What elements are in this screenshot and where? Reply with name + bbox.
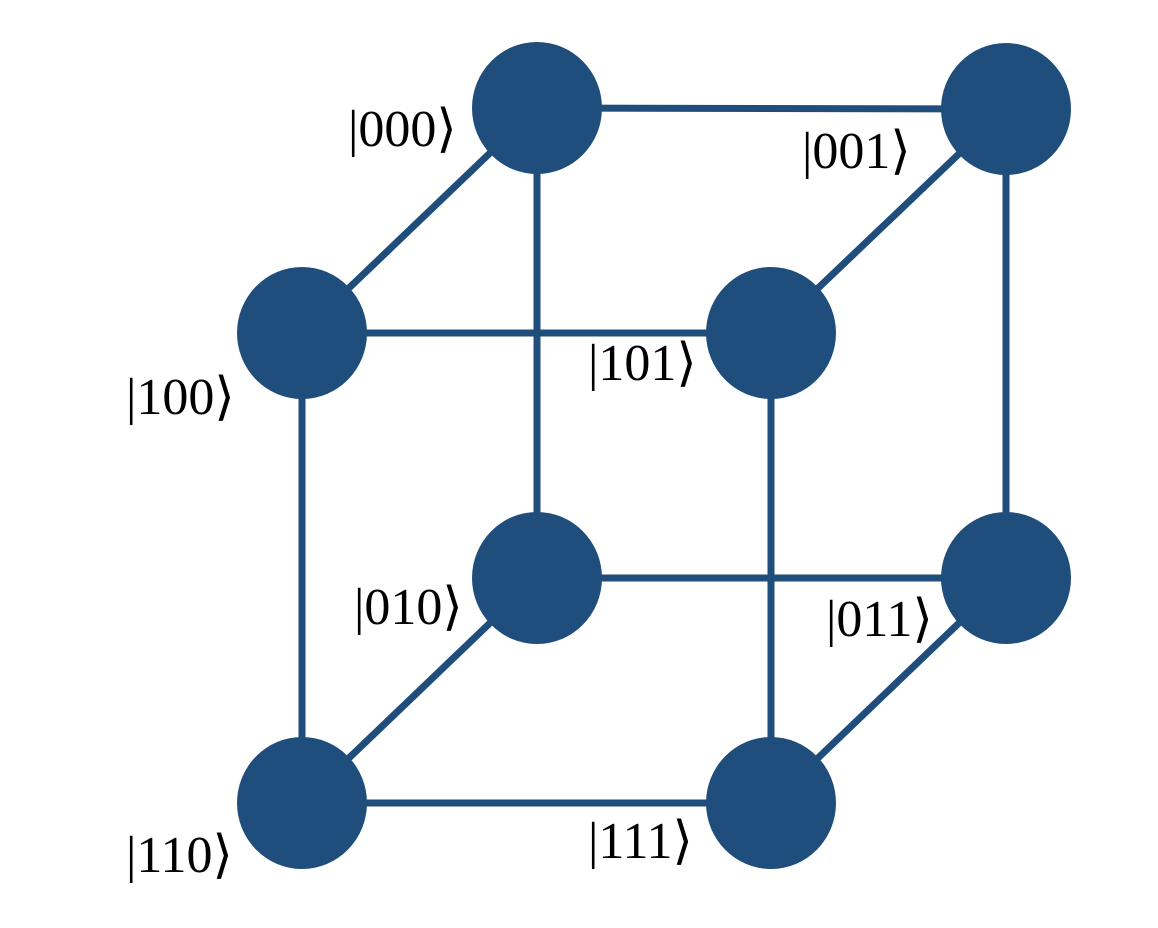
node-011 <box>941 512 1071 644</box>
label-111: |111⟩ <box>588 813 693 870</box>
node-010 <box>472 512 602 644</box>
nodes-layer <box>237 42 1071 869</box>
label-110: |110⟩ <box>126 827 233 884</box>
label-100: |100⟩ <box>126 369 235 426</box>
node-000 <box>472 42 602 174</box>
edges-layer <box>298 104 1010 807</box>
labels-layer: |000⟩ |001⟩ |100⟩ |101⟩ |010⟩ |011⟩ |110… <box>126 101 933 884</box>
label-011: |011⟩ <box>826 591 933 648</box>
node-111 <box>706 737 836 869</box>
node-101 <box>706 267 836 399</box>
label-010: |010⟩ <box>354 579 463 636</box>
label-101: |101⟩ <box>588 335 697 392</box>
node-110 <box>237 737 367 869</box>
edge-000-001 <box>536 104 1007 113</box>
node-001 <box>941 43 1071 175</box>
label-000: |000⟩ <box>348 101 457 158</box>
node-100 <box>237 267 367 399</box>
label-001: |001⟩ <box>802 123 911 180</box>
